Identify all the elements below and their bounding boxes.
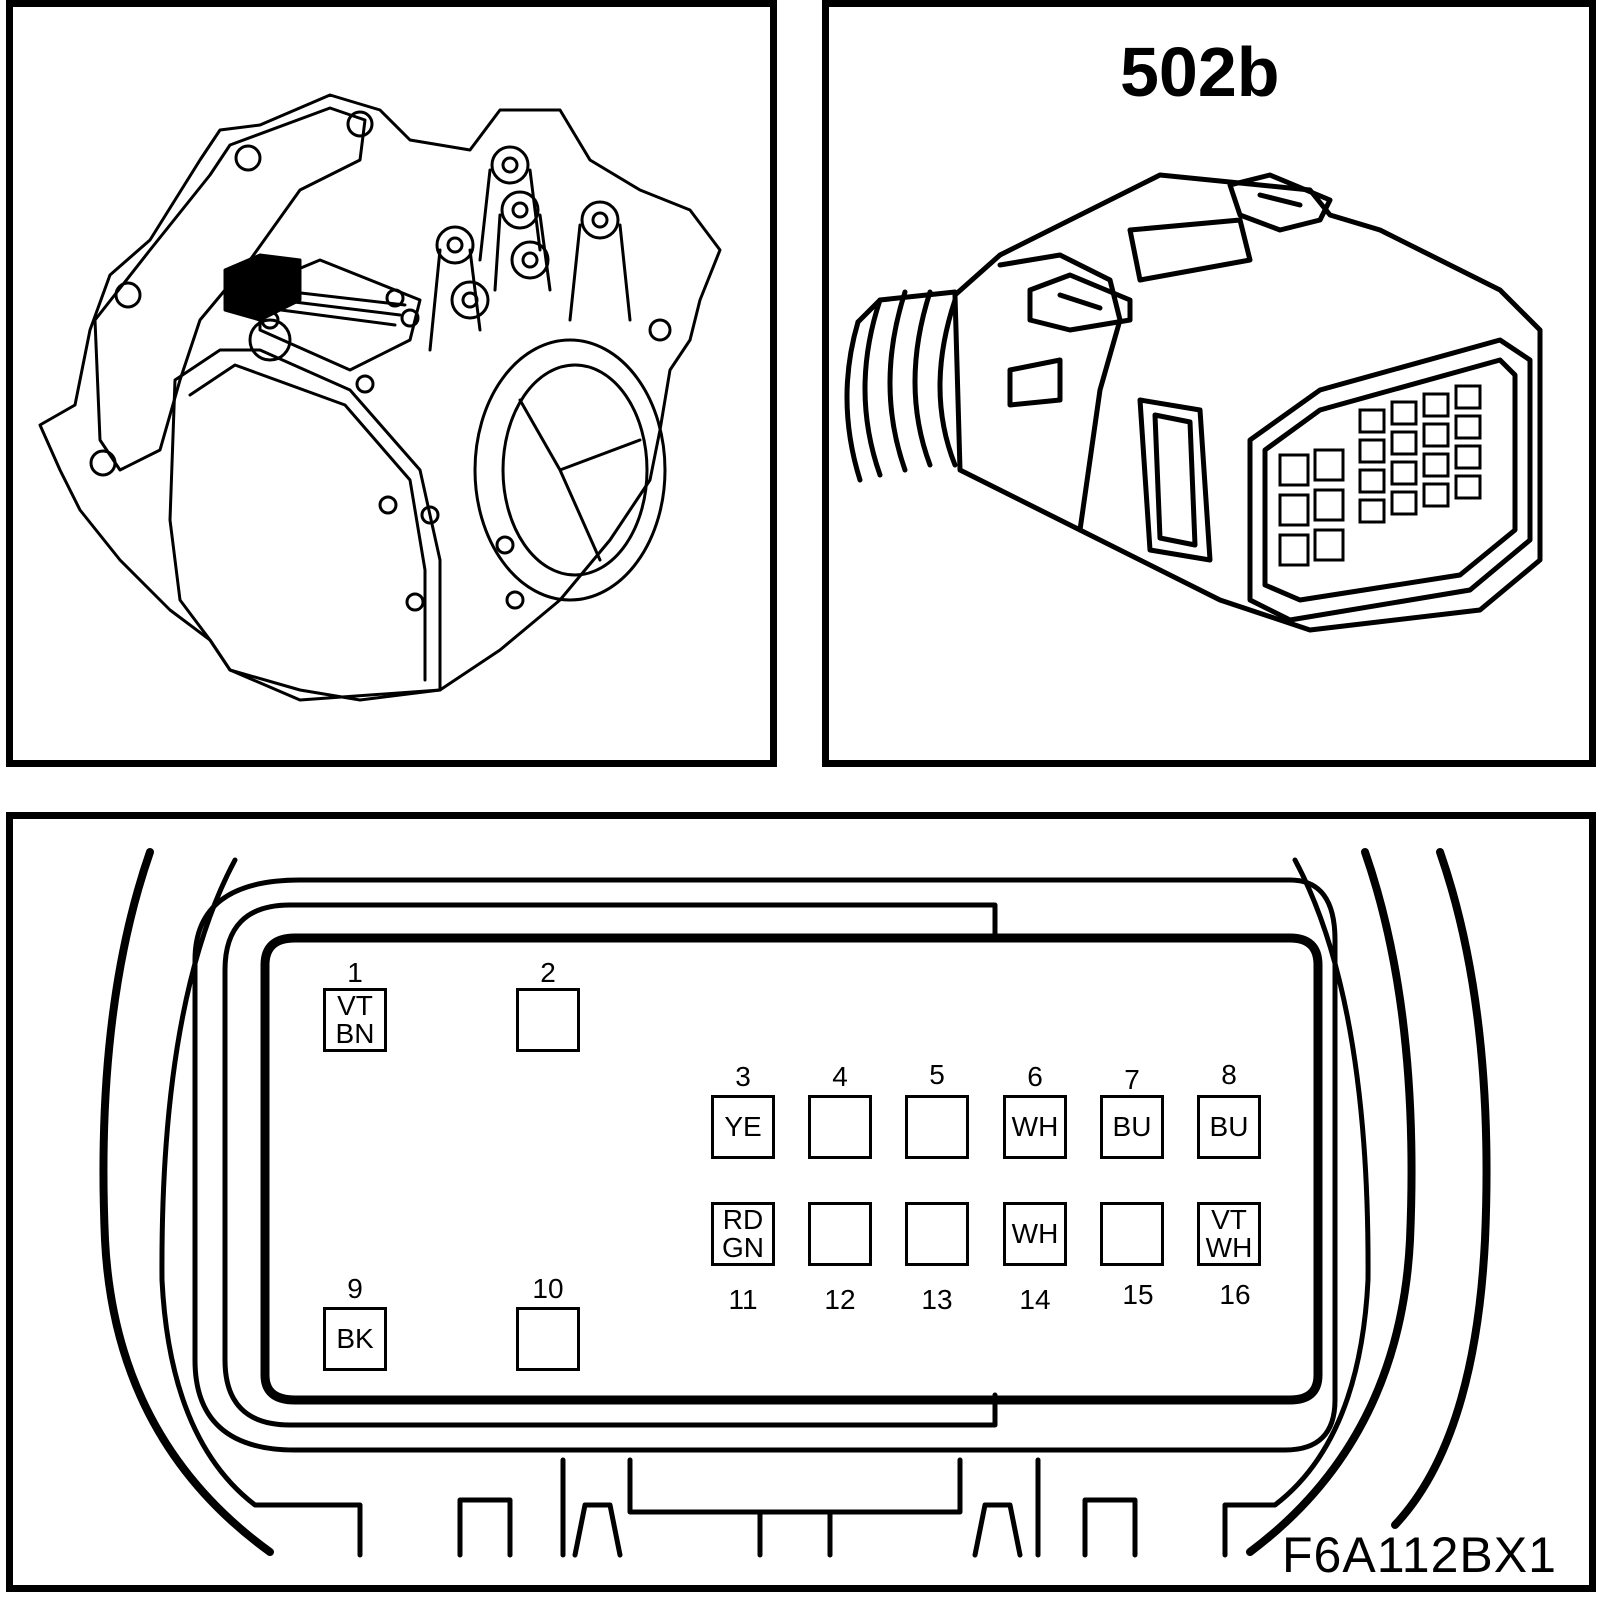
pin-1-cavity: VT BN	[323, 988, 387, 1052]
pin-9-number: 9	[347, 1273, 363, 1304]
pin-4-number: 4	[832, 1061, 848, 1092]
pin-3-color-1: YE	[724, 1111, 762, 1142]
pin-1-color-2: BN	[335, 1018, 375, 1049]
pin-14-color-1: WH	[1011, 1218, 1059, 1249]
pin-6-cavity: WH	[1003, 1095, 1067, 1159]
pin-10-cavity	[516, 1307, 580, 1371]
pin-7-number: 7	[1124, 1064, 1140, 1095]
pin-10-number: 10	[532, 1273, 564, 1304]
pin-11-color-1: RD	[722, 1204, 764, 1235]
pin-9-color-1: BK	[336, 1323, 374, 1354]
pin-9-cavity: BK	[323, 1307, 387, 1371]
pin-11-color-2: GN	[722, 1232, 764, 1263]
pin-7-color-1: BU	[1112, 1111, 1152, 1142]
pinout-panel	[6, 812, 1596, 1592]
pin-3-number: 3	[735, 1061, 751, 1092]
pin-5-cavity	[905, 1095, 969, 1159]
pin-8-number: 8	[1221, 1059, 1237, 1090]
pin-14-cavity: WH	[1003, 1202, 1067, 1266]
pin-5-number: 5	[929, 1059, 945, 1090]
pin-3-cavity: YE	[711, 1095, 775, 1159]
pin-16-color-2: WH	[1205, 1232, 1253, 1263]
pin-6-color-1: WH	[1011, 1111, 1059, 1142]
pin-15-number: 15	[1122, 1279, 1154, 1310]
connector-label: 502b	[1120, 33, 1280, 111]
pin-13-cavity	[905, 1202, 969, 1266]
connector-illustration-panel	[822, 0, 1596, 767]
pin-8-cavity: BU	[1197, 1095, 1261, 1159]
pin-11-number: 11	[728, 1284, 758, 1315]
figure-code: F6A112BX1	[1282, 1527, 1557, 1583]
pin-15-cavity	[1100, 1202, 1164, 1266]
transmission-illustration-panel	[6, 0, 777, 767]
pin-16-cavity: VT WH	[1197, 1202, 1261, 1266]
pin-2-number: 2	[540, 957, 556, 988]
pin-12-cavity	[808, 1202, 872, 1266]
pin-16-number: 16	[1219, 1279, 1251, 1310]
pin-4-cavity	[808, 1095, 872, 1159]
pin-12-number: 12	[824, 1284, 856, 1315]
pin-14-number: 14	[1019, 1284, 1051, 1315]
pin-11-cavity: RD GN	[711, 1202, 775, 1266]
pin-16-color-1: VT	[1211, 1204, 1247, 1235]
pin-1-number: 1	[347, 957, 363, 988]
pin-7-cavity: BU	[1100, 1095, 1164, 1159]
pin-8-color-1: BU	[1209, 1111, 1249, 1142]
pin-13-number: 13	[921, 1284, 953, 1315]
pin-6-number: 6	[1027, 1061, 1043, 1092]
pin-2-cavity	[516, 988, 580, 1052]
pin-1-color-1: VT	[337, 990, 373, 1021]
